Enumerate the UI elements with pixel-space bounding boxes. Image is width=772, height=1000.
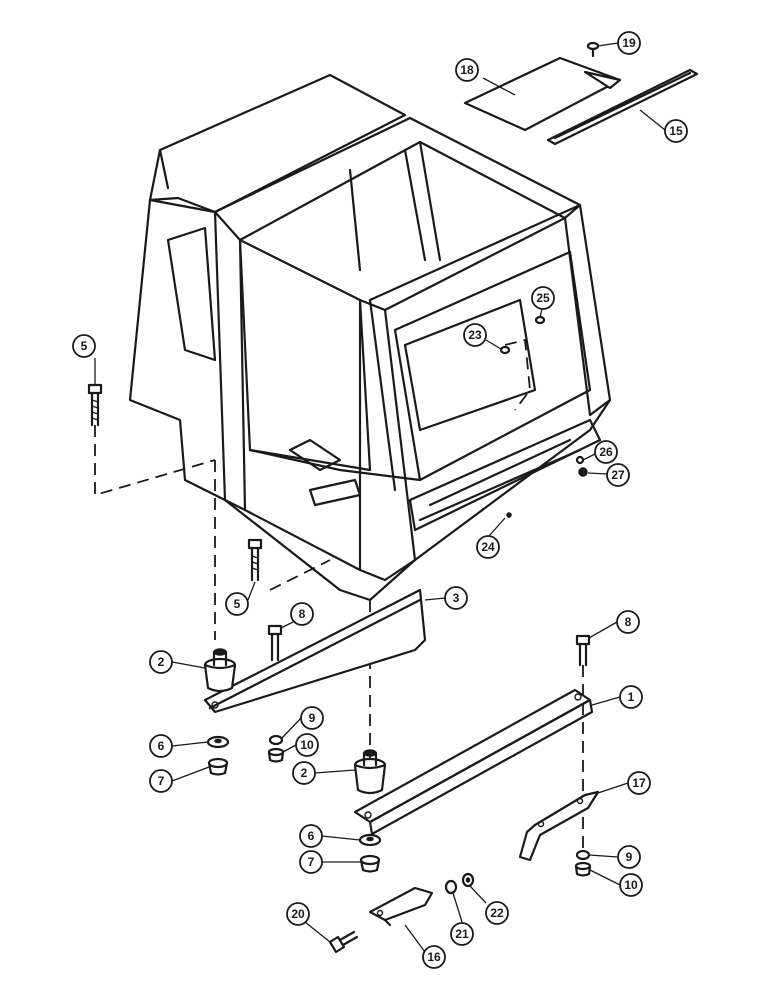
- svg-text:9: 9: [309, 711, 316, 725]
- callout-10-right: 10: [619, 873, 643, 897]
- nut-27: [578, 467, 588, 477]
- svg-text:10: 10: [300, 738, 314, 752]
- bolt-8-right: [575, 634, 591, 667]
- bracket-16: [368, 886, 434, 927]
- callout-6-left: 6: [149, 734, 173, 758]
- callout-27: 27: [606, 463, 630, 487]
- svg-text:20: 20: [291, 907, 305, 921]
- svg-text:3: 3: [453, 591, 460, 605]
- svg-text:21: 21: [455, 927, 469, 941]
- bolt-5-upper: [87, 383, 103, 427]
- bracket-17: [518, 790, 600, 862]
- svg-text:2: 2: [301, 766, 308, 780]
- callout-19: 19: [617, 31, 641, 55]
- callout-8-left: 8: [290, 602, 314, 626]
- svg-text:7: 7: [158, 774, 165, 788]
- panel-18: [463, 56, 622, 132]
- svg-text:8: 8: [625, 615, 632, 629]
- callout-5-lower: 5: [225, 592, 249, 616]
- lockwasher-9-right: [575, 849, 591, 861]
- callout-17: 17: [627, 771, 651, 795]
- nut-21: [444, 879, 458, 895]
- washer-6-right: [358, 833, 382, 847]
- nut-7-left: [207, 757, 229, 776]
- strip-15: [546, 68, 699, 146]
- svg-text:24: 24: [481, 540, 495, 554]
- cab-frame: [128, 73, 612, 602]
- bolt-8-left: [267, 624, 283, 662]
- callout-9-right: 9: [617, 845, 641, 869]
- bolt-5-lower: [247, 538, 263, 582]
- svg-text:16: 16: [427, 950, 441, 964]
- svg-text:26: 26: [599, 445, 613, 459]
- callout-6-right: 6: [299, 824, 323, 848]
- svg-text:2: 2: [158, 655, 165, 669]
- callout-25: 25: [531, 286, 555, 310]
- svg-text:22: 22: [490, 906, 504, 920]
- callout-22: 22: [485, 901, 509, 925]
- fastener-23: [499, 345, 511, 355]
- callout-8-right: 8: [616, 610, 640, 634]
- svg-text:8: 8: [299, 607, 306, 621]
- svg-text:6: 6: [308, 829, 315, 843]
- callout-7-left: 7: [149, 769, 173, 793]
- callout-7-right: 7: [299, 850, 323, 874]
- washer-6-left: [206, 735, 230, 749]
- fastener-24: [506, 512, 512, 518]
- svg-text:25: 25: [536, 291, 550, 305]
- bolt-20: [328, 930, 359, 954]
- callout-10-left: 10: [295, 733, 319, 757]
- leader-lines: [94, 42, 666, 953]
- callout-23: 23: [463, 323, 487, 347]
- svg-text:19: 19: [622, 36, 636, 50]
- mount-2-right: [353, 749, 387, 795]
- lockwasher-9-left: [268, 734, 284, 746]
- svg-text:5: 5: [234, 597, 241, 611]
- svg-text:15: 15: [669, 124, 683, 138]
- fastener-25: [534, 315, 546, 325]
- callout-15: 15: [664, 119, 688, 143]
- svg-text:17: 17: [632, 776, 646, 790]
- callout-16: 16: [422, 945, 446, 969]
- callout-2-right: 2: [292, 761, 316, 785]
- bracket-3: [203, 588, 427, 714]
- svg-text:9: 9: [626, 850, 633, 864]
- callout-9-left: 9: [300, 706, 324, 730]
- callout-21: 21: [450, 922, 474, 946]
- washer-22: [461, 872, 475, 888]
- svg-text:10: 10: [624, 878, 638, 892]
- screw-19: [586, 41, 600, 58]
- svg-text:18: 18: [460, 63, 474, 77]
- callout-5-upper: 5: [72, 334, 96, 358]
- callout-2-left: 2: [149, 650, 173, 674]
- mount-2-left: [203, 648, 237, 693]
- nut-7-right: [359, 854, 381, 873]
- assembly-lines: [94, 338, 584, 860]
- callout-1: 1: [619, 685, 643, 709]
- bracket-1: [353, 688, 594, 836]
- callout-20: 20: [286, 902, 310, 926]
- svg-text:6: 6: [158, 739, 165, 753]
- nut-10-left: [267, 747, 285, 763]
- svg-text:27: 27: [611, 468, 625, 482]
- svg-text:1: 1: [628, 690, 635, 704]
- svg-text:7: 7: [308, 855, 315, 869]
- callout-18: 18: [455, 58, 479, 82]
- callout-3: 3: [444, 586, 468, 610]
- svg-text:23: 23: [468, 328, 482, 342]
- washer-26: [575, 455, 585, 465]
- callout-24: 24: [476, 535, 500, 559]
- callout-26: 26: [594, 440, 618, 464]
- svg-text:5: 5: [81, 339, 88, 353]
- nut-10-right: [574, 861, 592, 877]
